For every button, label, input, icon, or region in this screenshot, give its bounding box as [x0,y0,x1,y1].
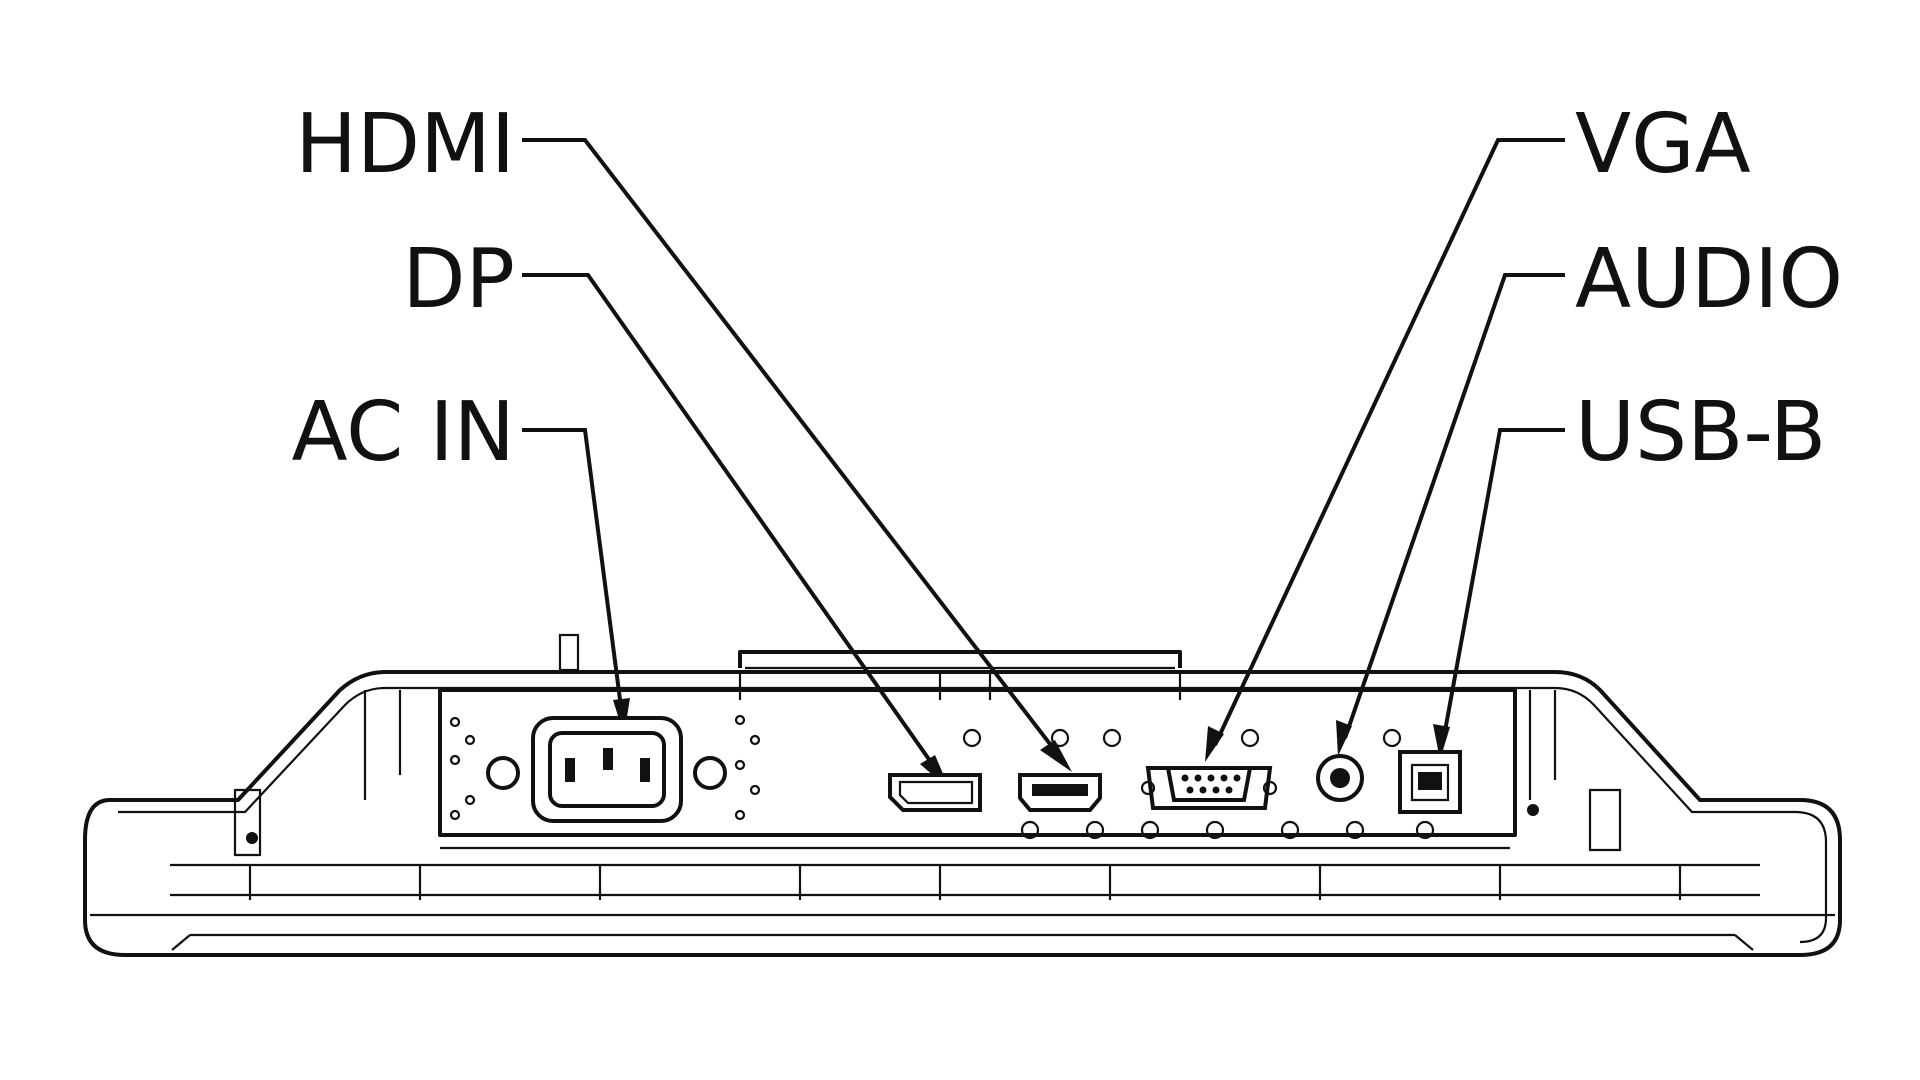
leader-hdmi [522,138,1062,759]
leader-vga [1213,138,1565,746]
left-bracket [233,788,262,857]
inner-bezel [118,686,1828,944]
dp-port [888,773,982,812]
vga-port [1140,766,1278,810]
leader-lines [522,138,1565,790]
left-side-panel [363,690,402,800]
leader-dp [522,273,942,777]
monitor-body [83,633,1842,957]
ac-screw-right [693,756,727,790]
leader-hdmi-arrowhead [1040,740,1072,772]
ac-panel-dots [449,714,761,821]
ac-in-port [486,716,727,823]
label-dp: DP [402,232,515,327]
label-ac-in: AC IN [292,385,516,480]
label-vga: VGA [1575,97,1751,192]
label-audio: AUDIO [1575,232,1843,327]
misc-holes [962,728,1435,840]
left-screw [246,832,258,844]
glass-line-4 [1734,934,1754,951]
label-hdmi: HDMI [295,97,515,192]
leader-usb-b-arrowhead [1433,724,1450,760]
right-side-panel [1528,690,1557,800]
top-tab [558,633,580,672]
audio-port [1316,754,1364,802]
top-handle [738,650,1182,668]
leader-usb-b [1441,428,1565,743]
outer-bezel [83,670,1842,957]
usb-b-port [1398,750,1462,814]
right-screw [1527,804,1539,816]
ac-screw-left [486,756,520,790]
leader-audio [1343,273,1565,739]
top-handle-inner [738,666,1182,700]
ribs [248,865,1682,900]
leader-vga-arrowhead [1205,726,1224,762]
leader-audio-arrowhead [1336,720,1352,756]
label-usb-b: USB-B [1575,385,1826,480]
ports [449,714,1462,840]
hdmi-port [1018,773,1105,840]
glass-line-3 [171,934,191,951]
right-bracket [1588,788,1622,852]
leader-ac-in [522,428,624,716]
io-plate [438,688,1517,837]
